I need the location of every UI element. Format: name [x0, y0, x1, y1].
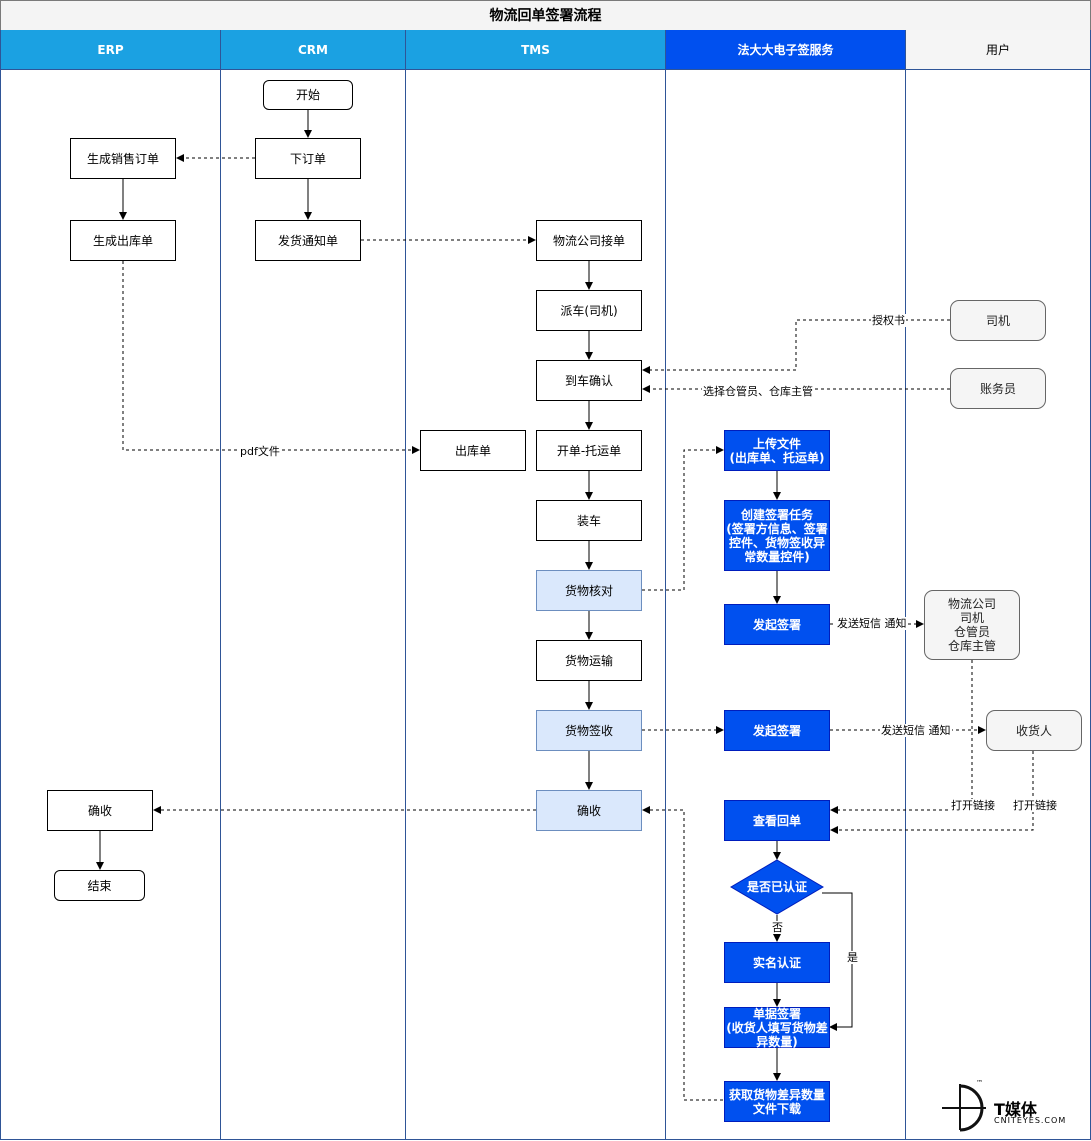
- node-driver: 司机: [950, 300, 1046, 341]
- label-no: 否: [771, 921, 784, 934]
- lane-header-fdd: 法大大电子签服务: [666, 30, 905, 70]
- label-open-link-1: 打开链接: [950, 799, 996, 812]
- brand-subtitle: CNITEYES.COM: [994, 1116, 1067, 1125]
- lane-header-erp: ERP: [1, 30, 220, 70]
- node-place-order: 下订单: [255, 138, 361, 179]
- lane-header-tms: TMS: [406, 30, 665, 70]
- node-initiate-sign-1: 发起签署: [724, 604, 830, 645]
- brand-name: T媒体: [994, 1100, 1037, 1119]
- node-end: 结束: [54, 870, 145, 901]
- node-consignee: 收货人: [986, 710, 1082, 751]
- node-start: 开始: [263, 80, 353, 110]
- node-logistics-party: 物流公司 司机 仓管员 仓库主管: [924, 590, 1020, 660]
- label-authorization: 授权书: [871, 314, 906, 327]
- node-initiate-sign-2: 发起签署: [724, 710, 830, 751]
- node-sales-order: 生成销售订单: [70, 138, 176, 179]
- diagram-title: 物流回单签署流程: [0, 0, 1091, 32]
- node-ship-notice: 发货通知单: [255, 220, 361, 261]
- node-is-verified-shape: [730, 859, 824, 915]
- node-confirm-tms: 确收: [536, 790, 642, 831]
- node-accountant: 账务员: [950, 368, 1046, 409]
- edge-consignee-open-link: [830, 751, 1034, 834]
- node-goods-check: 货物核对: [536, 570, 642, 611]
- node-arrival-confirm: 到车确认: [536, 360, 642, 401]
- node-loading: 装车: [536, 500, 642, 541]
- node-real-name: 实名认证: [724, 942, 830, 983]
- lane-header-user: 用户: [906, 30, 1090, 70]
- edge-outbound-pdf: [122, 261, 420, 454]
- node-goods-receipt: 货物签收: [536, 710, 642, 751]
- label-sms-notify-2: 发送短信 通知: [880, 724, 952, 737]
- edge-driver-auth: [642, 319, 950, 374]
- node-transport: 货物运输: [536, 640, 642, 681]
- node-confirm-erp: 确收: [47, 790, 153, 831]
- node-view-receipt: 查看回单: [724, 800, 830, 841]
- node-waybill: 开单-托运单: [536, 430, 642, 471]
- brand-logo-icon: [942, 1084, 986, 1132]
- node-is-verified: 是否已认证: [746, 880, 807, 894]
- label-open-link-2: 打开链接: [1012, 799, 1058, 812]
- node-create-task: 创建签署任务 (签署方信息、签署 控件、货物签收异 常数量控件): [724, 500, 830, 571]
- node-outbound-doc: 出库单: [420, 430, 526, 471]
- node-get-diff: 获取货物差异数量 文件下载: [724, 1081, 830, 1122]
- node-dispatch: 派车(司机): [536, 290, 642, 331]
- label-yes: 是: [846, 951, 859, 964]
- label-pdf-file: pdf文件: [239, 445, 281, 458]
- node-upload: 上传文件 (出库单、托运单): [724, 430, 830, 471]
- brand-trademark: ™: [976, 1079, 983, 1087]
- node-logistics-accept: 物流公司接单: [536, 220, 642, 261]
- node-outbound-order: 生成出库单: [70, 220, 176, 261]
- label-select-keeper: 选择仓管员、仓库主管: [702, 385, 814, 398]
- label-sms-notify-1: 发送短信 通知: [836, 617, 908, 630]
- node-doc-sign: 单据签署 (收货人填写货物差 异数量): [724, 1007, 830, 1049]
- edge-diff-to-confirm: [642, 806, 723, 1101]
- lane-header-crm: CRM: [221, 30, 405, 70]
- edge-check-to-upload: [642, 446, 724, 591]
